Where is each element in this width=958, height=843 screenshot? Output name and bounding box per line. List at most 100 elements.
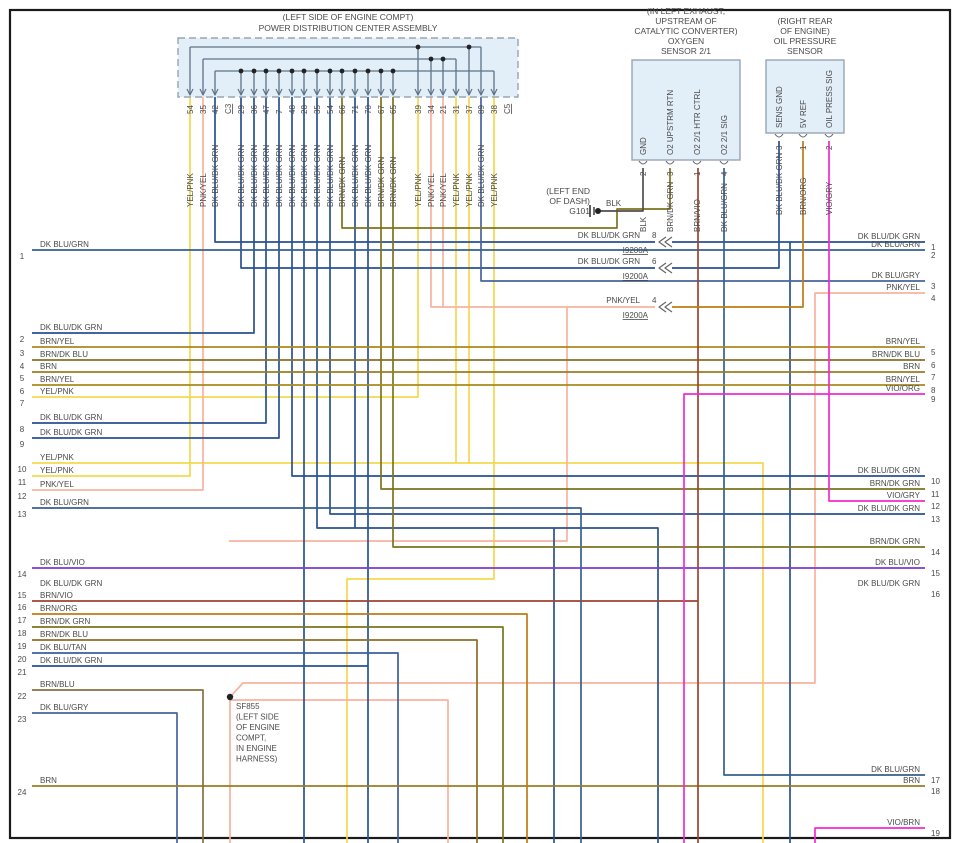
right-row-number: 12 — [931, 502, 940, 511]
splice-note: OF ENGINE — [236, 723, 280, 732]
left-row-label: DK BLU/DK GRN — [40, 579, 102, 588]
pin-arrow-icon — [262, 88, 270, 96]
wire-dkblu_grn — [32, 507, 582, 843]
pdc-wire-color-label: YEL/PNK — [452, 173, 461, 207]
pin-arrow-icon — [300, 88, 308, 96]
right-row-label: BRN — [903, 362, 920, 371]
bus-junction-dot — [415, 44, 421, 50]
left-row-label: BRN — [40, 362, 57, 371]
pdc-pin-number: 89 — [477, 105, 486, 114]
pin-arrow-icon — [427, 88, 435, 96]
left-row-number: 2 — [20, 335, 25, 344]
left-row-label: BRN/BLU — [40, 680, 75, 689]
inline-connector-icon — [664, 262, 673, 274]
pdc-wire-color-label: DK BLU/DK GRN — [300, 145, 309, 207]
right-row-number: 3 — [931, 282, 936, 291]
oil_sensor-pin-name: SENS GND — [775, 86, 784, 128]
wire-dkblu_grn — [723, 168, 925, 776]
pdc-pin-number: 54 — [186, 105, 195, 114]
right-row-label: BRN/DK GRN — [870, 537, 920, 546]
pdc-pin-number: 67 — [377, 105, 386, 114]
pdc-wire-color-label: DK BLU/DK GRN — [237, 145, 246, 207]
wire-dkblu_gry — [480, 97, 925, 282]
left-row-label: DK BLU/TAN — [40, 643, 87, 652]
pin-arrow-icon — [199, 88, 207, 96]
bus-junction-dot — [339, 68, 345, 74]
wire-dkblu_dkgrn — [32, 97, 280, 439]
wire-dkblu_dkgrn — [214, 97, 655, 243]
pin-arrow-icon — [377, 88, 385, 96]
left-row-number: 11 — [18, 478, 27, 487]
left-row-number: 19 — [18, 642, 27, 651]
right-row-number: 15 — [931, 569, 940, 578]
oil_sensor-wire-color-label: DK BLU/DK GRN — [775, 153, 784, 215]
inline-connector-id: I9200A — [623, 246, 649, 255]
wire-magenta — [814, 827, 925, 843]
pin-arrow-icon — [338, 88, 346, 96]
inline-connector-pin: 4 — [652, 296, 657, 305]
left-row-label: BRN — [40, 776, 57, 785]
left-row-label: BRN/DK BLU — [40, 630, 88, 639]
pin-bracket-icon — [774, 133, 784, 138]
left-row-number: 8 — [20, 425, 25, 434]
page-border — [8, 8, 952, 840]
bus-junction-dot — [428, 56, 434, 62]
right-row-number: 16 — [931, 590, 940, 599]
inline-connector-icon — [664, 301, 673, 313]
right-row-number: 5 — [931, 348, 936, 357]
pdc-wire-color-label: BRN/DK GRN — [389, 157, 398, 207]
pdc-wire-color-label: DK BLU/DK GRN — [275, 145, 284, 207]
wire-brn_org — [672, 141, 804, 308]
right-row-number: 17 — [931, 776, 940, 785]
pdc-pin-number: 36 — [250, 105, 259, 114]
left-row-label: BRN/ORG — [40, 604, 77, 613]
right-row-label: BRN — [903, 776, 920, 785]
right-row-label: VIO/ORG — [886, 384, 920, 393]
o2_sensor-wire-color-label: BRN/DK GRN — [666, 182, 675, 232]
wire-salmon — [229, 292, 925, 843]
pin-arrow-icon — [275, 88, 283, 96]
oil_sensor-title: OF ENGINE) — [780, 26, 830, 36]
wire-olive — [341, 97, 671, 229]
inline-connector-pin: 6 — [652, 257, 657, 266]
pdc-pin-number: 65 — [389, 105, 398, 114]
o2_sensor-title: UPSTREAM OF — [655, 16, 716, 26]
left-row-label: DK BLU/DK GRN — [40, 656, 102, 665]
pdc-wire-color-label: DK BLU/DK GRN — [262, 145, 271, 207]
left-row-number: 5 — [20, 374, 25, 383]
bus-junction-dot — [378, 68, 384, 74]
left-row-label: DK BLU/GRN — [40, 240, 89, 249]
right-row-number: 10 — [931, 477, 940, 486]
o2_sensor-wire-color-label: DK BLU/GRN — [720, 183, 729, 232]
pdc-wire-color-label: BRN/DK GRN — [338, 157, 347, 207]
right-row-number: 8 — [931, 386, 936, 395]
pdc-pin-number: 54 — [326, 105, 335, 114]
wire-dkblu_dkgrn — [32, 97, 267, 424]
right-row-number: 18 — [931, 787, 940, 796]
pin-bracket-icon — [692, 160, 702, 165]
pdc-pin-number: 34 — [427, 105, 436, 114]
inline-connector-icon — [658, 236, 667, 248]
pin-arrow-icon — [490, 88, 498, 96]
left-row-number: 9 — [20, 440, 25, 449]
left-row-number: 15 — [18, 591, 27, 600]
left-row-number: 21 — [18, 668, 27, 677]
o2_sensor-title: SENSOR 2/1 — [661, 46, 711, 56]
bus-junction-dot — [352, 68, 358, 74]
pdc-wire-color-label: PNK/YEL — [439, 173, 448, 207]
left-row-label: DK BLU/GRN — [40, 498, 89, 507]
pdc-pin-number: 66 — [338, 105, 347, 114]
pdc-pin-number: 29 — [237, 105, 246, 114]
left-row-number: 1 — [20, 252, 25, 261]
wire-dkblu_dkgrn — [672, 141, 780, 269]
right-row-label: DK BLU/GRN — [871, 765, 920, 774]
inline-connector-wire-label: DK BLU/DK GRN — [578, 231, 640, 240]
inline-connector-wire-label: PNK/YEL — [606, 296, 640, 305]
pin-arrow-icon — [237, 88, 245, 96]
pdc-wire-color-label: DK BLU/DK GRN — [477, 145, 486, 207]
wire-olive — [392, 97, 925, 548]
right-row-number: 19 — [931, 829, 940, 838]
o2_sensor-title: CATALYTIC CONVERTER) — [634, 26, 737, 36]
pdc-connector-id: C5 — [503, 103, 512, 114]
